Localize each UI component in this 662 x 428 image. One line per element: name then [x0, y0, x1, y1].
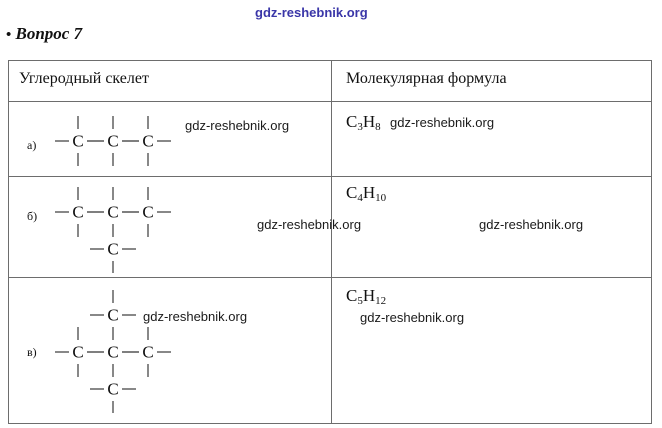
- atom-label: C: [142, 343, 153, 362]
- table-row: в) C: [9, 278, 651, 423]
- table-row: б): [9, 177, 651, 278]
- row-label-c: в): [27, 345, 37, 359]
- watermark: gdz-reshebnik.org: [143, 309, 248, 324]
- skeleton-formula-table: Углеродный скелет Молекулярная формула а…: [8, 60, 652, 424]
- header-cell-skeleton: Углеродный скелет: [9, 61, 332, 101]
- cell-formula-b: C4H10 gdz-reshebnik.org: [332, 177, 651, 277]
- watermark: gdz-reshebnik.org: [257, 217, 362, 232]
- formula-subscript: 5: [357, 295, 363, 307]
- cell-formula-c: C5H12 gdz-reshebnik.org: [332, 278, 651, 423]
- page-title-text: Вопрос 7: [15, 24, 83, 43]
- propane-skeleton: C C C: [51, 112, 181, 170]
- formula-subscript: 4: [357, 192, 363, 204]
- atom-label: C: [142, 132, 153, 151]
- page-title: • Вопрос 7: [6, 24, 82, 44]
- table-row: а): [9, 102, 651, 177]
- header-cell-formula: Молекулярная формула: [332, 61, 651, 101]
- formula-element: C: [346, 286, 358, 305]
- atom-label: C: [142, 203, 153, 222]
- watermark: gdz-reshebnik.org: [390, 115, 495, 130]
- atom-label: C: [107, 240, 118, 259]
- molecular-formula: C5H12: [346, 286, 386, 307]
- atom-label: C: [107, 380, 118, 399]
- watermark: gdz-reshebnik.org: [479, 217, 584, 232]
- formula-element: H: [362, 286, 376, 305]
- column-header-skeleton: Углеродный скелет: [19, 70, 149, 87]
- row-label-a: а): [27, 138, 37, 152]
- molecular-formula: C4H10: [346, 183, 386, 204]
- atom-label: C: [72, 343, 83, 362]
- watermark-top: gdz-reshebnik.org: [255, 5, 368, 20]
- formula-element: C: [346, 183, 358, 202]
- atom-label: C: [72, 132, 83, 151]
- formula-subscript: 8: [375, 121, 381, 133]
- neopentane-skeleton: C C C C: [51, 286, 181, 414]
- cell-skeleton-a: а): [9, 102, 332, 176]
- bullet-icon: •: [6, 27, 12, 43]
- formula-subscript: 12: [375, 295, 387, 307]
- atom-label: C: [107, 132, 118, 151]
- watermark: gdz-reshebnik.org: [360, 310, 465, 325]
- atom-label: C: [72, 203, 83, 222]
- formula-subscript: 10: [375, 192, 387, 204]
- column-header-formula: Молекулярная формула: [346, 70, 507, 87]
- atom-label: C: [107, 343, 118, 362]
- molecular-formula: C3H8: [346, 112, 381, 133]
- formula-subscript: 3: [357, 121, 363, 133]
- cell-skeleton-b: б): [9, 177, 361, 277]
- formula-element: C: [346, 112, 358, 131]
- row-label-b: б): [27, 209, 38, 223]
- isobutane-skeleton: C C C C: [51, 183, 181, 275]
- cell-formula-a: C3H8 gdz-reshebnik.org: [332, 102, 651, 176]
- formula-element: H: [362, 112, 376, 131]
- formula-element: H: [362, 183, 376, 202]
- atom-label: C: [107, 203, 118, 222]
- table-header-row: Углеродный скелет Молекулярная формула: [9, 61, 651, 102]
- watermark: gdz-reshebnik.org: [185, 118, 290, 133]
- cell-skeleton-c: в) C: [9, 278, 332, 423]
- atom-label: C: [107, 306, 118, 325]
